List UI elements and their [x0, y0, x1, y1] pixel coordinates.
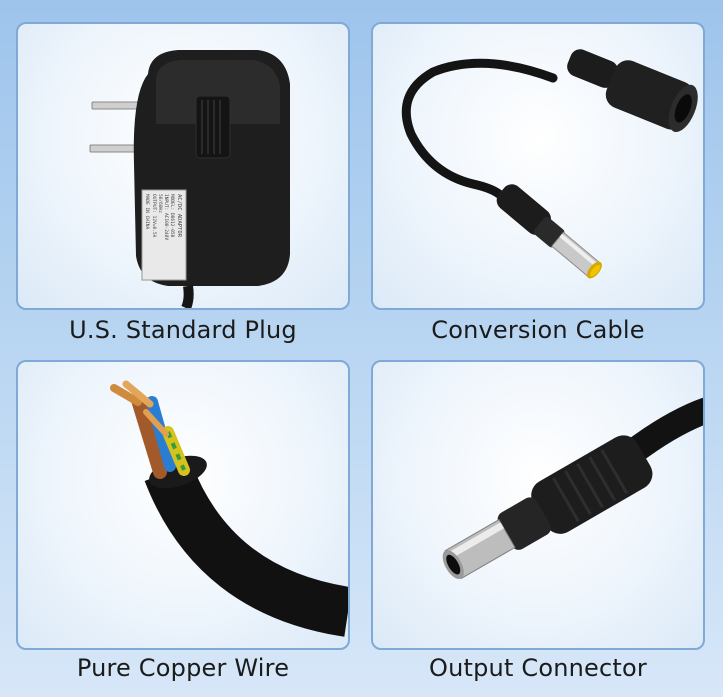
adapter-cable — [181, 285, 194, 308]
connector-cable — [625, 397, 703, 463]
copper-wire-image — [110, 380, 348, 637]
panel-output-connector — [371, 360, 705, 650]
blue-conductor — [146, 396, 176, 472]
male-dc-plug — [496, 184, 602, 279]
connector-tip — [590, 265, 601, 277]
adapter-label-line6: MADE IN CHINA — [144, 194, 150, 230]
brown-conductor — [131, 393, 167, 479]
adapter-label-line3: INPUT: AC100-240V — [163, 194, 169, 240]
female-dc-connector — [567, 49, 698, 133]
panel-conversion-cable — [371, 22, 705, 310]
panel-pure-copper-wire — [16, 360, 350, 650]
adapter-label-line4: 50/60Hz — [157, 194, 163, 213]
cable-wire — [401, 58, 558, 199]
power-adapter-image: AC/DC ADAPTOR MODEL: D0612-050 INPUT: AC… — [89, 50, 290, 308]
plug-prong-bottom — [89, 144, 141, 153]
cable-jacket — [144, 462, 348, 637]
adapter-label-line2: MODEL: D0612-050 — [169, 194, 175, 238]
copper-strands — [110, 384, 142, 406]
caption-output-connector: Output Connector — [429, 654, 647, 682]
caption-conversion-cable: Conversion Cable — [431, 316, 645, 344]
connector-housing — [442, 435, 653, 580]
conversion-cable-image — [401, 49, 698, 279]
adapter-grip — [195, 95, 231, 159]
caption-us-standard-plug: U.S. Standard Plug — [69, 316, 297, 344]
adapter-label-line5: OUTPUT: 12V=0.5A — [151, 194, 157, 238]
adapter-label-sticker — [141, 189, 187, 281]
caption-pure-copper-wire: Pure Copper Wire — [76, 654, 290, 682]
connector-opening — [446, 554, 461, 575]
ground-conductor — [162, 426, 190, 476]
plug-prong-top — [91, 101, 143, 110]
output-connector-image — [442, 397, 703, 580]
panel-us-standard-plug: AC/DC ADAPTOR MODEL: D0612-050 INPUT: AC… — [16, 22, 350, 310]
adapter-label-line1: AC/DC ADAPTOR — [176, 194, 182, 238]
